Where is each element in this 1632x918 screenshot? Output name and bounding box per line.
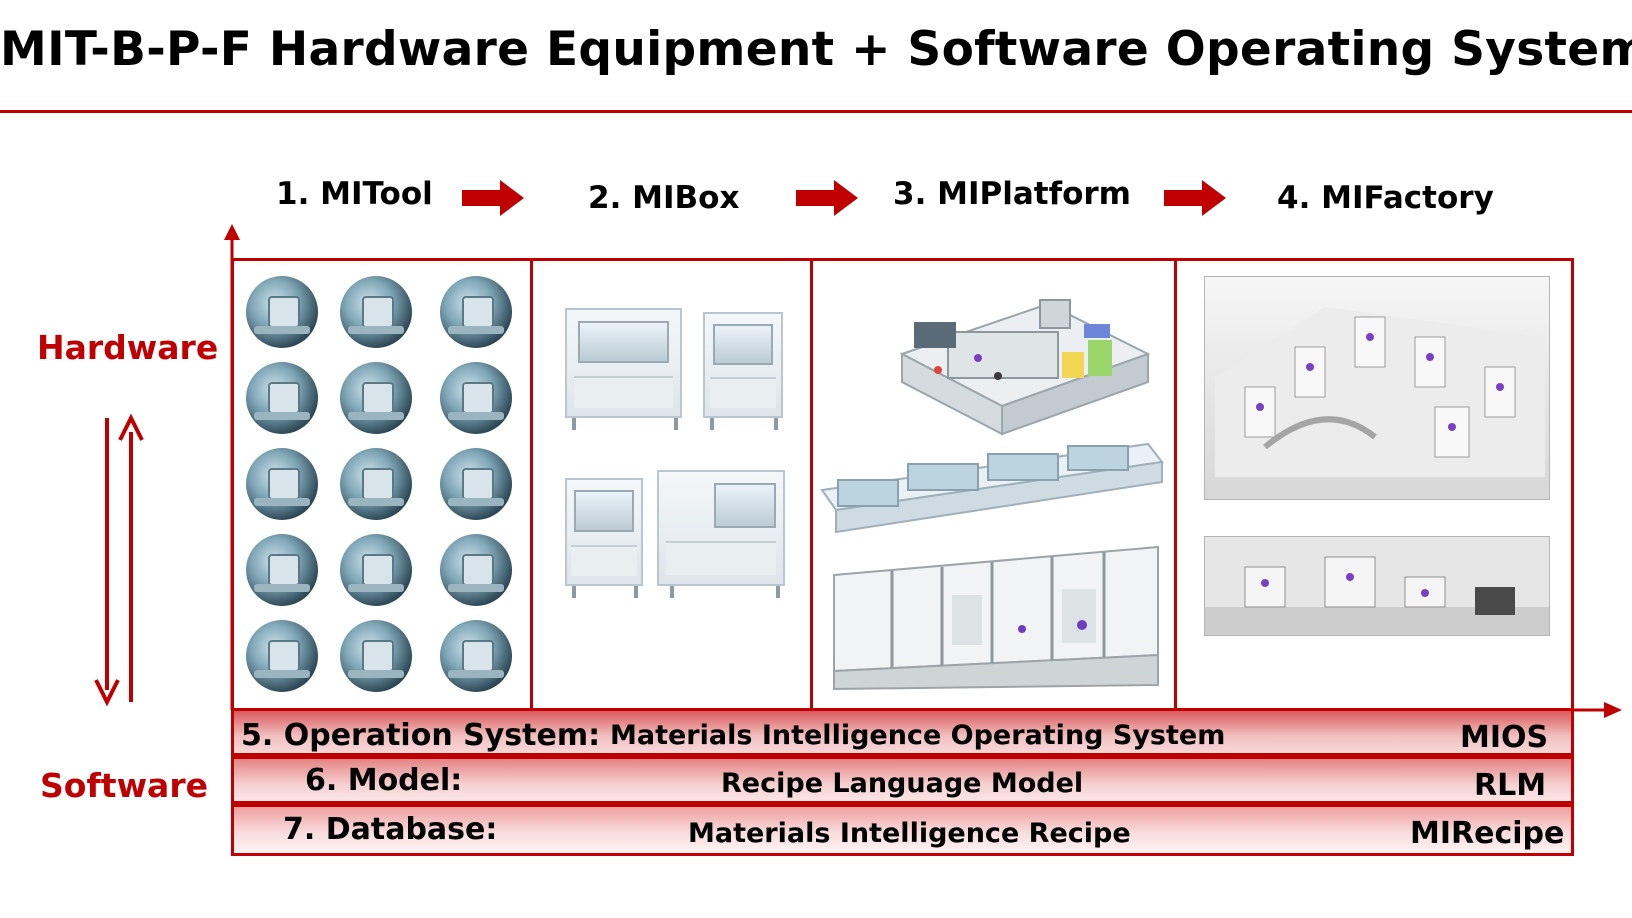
mitool-image-grid	[246, 274, 521, 704]
mitool-image	[340, 362, 412, 434]
mitool-image	[340, 620, 412, 692]
layer-abbr-rlm: RLM	[1474, 768, 1547, 803]
y-axis-arrow-icon	[224, 224, 240, 240]
layer-label-operation-system: 5. Operation System:	[241, 718, 601, 753]
mibox-image	[565, 308, 682, 418]
stage-miplatform-label: 3. MIPlatform	[893, 176, 1131, 212]
layer-description-database: Materials Intelligence Recipe	[688, 818, 1131, 849]
mitool-image	[246, 620, 318, 692]
layer-label-database: 7. Database:	[283, 812, 498, 847]
mitool-image	[246, 448, 318, 520]
software-layer-model	[231, 756, 1574, 804]
layer-description-operation-system: Materials Intelligence Operating System	[610, 720, 1226, 751]
x-axis-arrow-icon	[1604, 702, 1622, 718]
page-title: MIT-B-P-F Hardware Equipment + Software …	[0, 22, 1632, 77]
software-layer-database	[231, 804, 1574, 856]
flow-arrow-icon	[1164, 180, 1226, 216]
mitool-image	[340, 448, 412, 520]
layer-description-model: Recipe Language Model	[721, 768, 1084, 799]
down-arrow-icon	[94, 679, 120, 707]
software-layer-operation-system	[231, 708, 1574, 756]
hardware-label: Hardware	[37, 328, 219, 367]
mitool-image	[340, 534, 412, 606]
layer-abbr-mios: MIOS	[1460, 720, 1549, 755]
mitool-image	[246, 534, 318, 606]
mitool-image	[440, 276, 512, 348]
mitool-image	[440, 448, 512, 520]
mitool-image	[440, 620, 512, 692]
miplatform-image	[833, 545, 1159, 691]
stage-mifactory-label: 4. MIFactory	[1277, 180, 1494, 216]
miplatform-image	[899, 299, 1151, 436]
panel-divider	[530, 258, 533, 713]
stage-mitool-label: 1. MITool	[276, 176, 433, 212]
layer-label-model: 6. Model:	[305, 763, 463, 798]
stage-mibox-label: 2. MIBox	[588, 180, 740, 216]
flow-arrow-icon	[796, 180, 858, 216]
mibox-image	[703, 312, 783, 418]
flow-arrow-icon	[462, 180, 524, 216]
mifactory-image	[1204, 276, 1550, 500]
mitool-image	[340, 276, 412, 348]
mifactory-image	[1204, 536, 1550, 636]
panel-divider	[810, 258, 813, 713]
miplatform-image	[820, 442, 1164, 534]
mibox-image	[565, 478, 643, 586]
mitool-image	[440, 362, 512, 434]
software-label: Software	[40, 766, 208, 805]
mitool-image	[246, 362, 318, 434]
mitool-image	[440, 534, 512, 606]
up-arrow-icon	[118, 413, 144, 441]
layer-abbr-mirecipe: MIRecipe	[1410, 816, 1565, 851]
mibox-image	[657, 470, 785, 586]
panel-divider	[1174, 258, 1177, 713]
mitool-image	[246, 276, 318, 348]
title-underline	[0, 110, 1632, 113]
